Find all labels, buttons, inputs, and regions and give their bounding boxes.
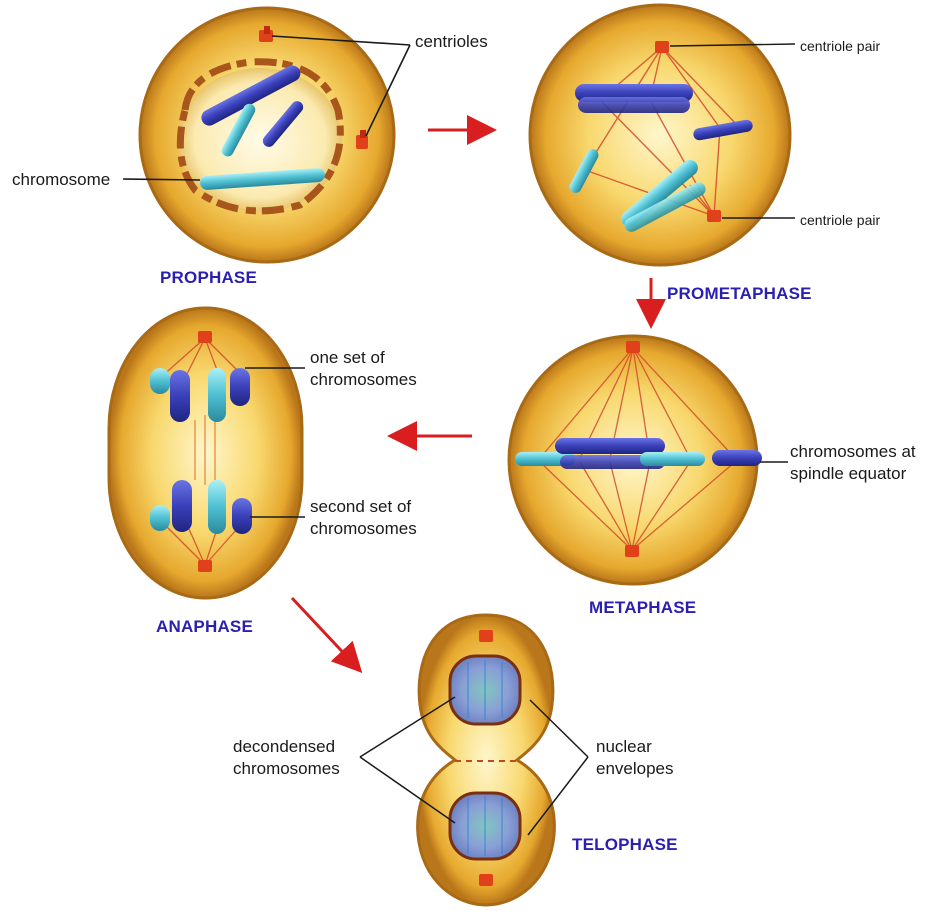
label-one-set-line1: one set of xyxy=(310,348,385,368)
chromosome-leader-line xyxy=(123,179,200,180)
label-nuclear-line2: envelopes xyxy=(596,759,674,779)
label-second-set-line1: second set of xyxy=(310,497,411,517)
anaphase-cell xyxy=(109,308,302,598)
label-equator-line2: spindle equator xyxy=(790,464,906,484)
label-chromosome: chromosome xyxy=(12,170,110,190)
centriole-icon xyxy=(198,331,212,343)
label-centriole-pair-top: centriole pair xyxy=(800,36,880,56)
label-second-set-line2: chromosomes xyxy=(310,519,417,539)
telophase-cell xyxy=(418,615,555,905)
label-equator-line1: chromosomes at xyxy=(790,442,916,462)
phase-prophase: PROPHASE xyxy=(160,268,257,288)
label-one-set-line2: chromosomes xyxy=(310,370,417,390)
label-decondensed-line2: chromosomes xyxy=(233,759,340,779)
label-centriole-pair-bottom: centriole pair xyxy=(800,210,880,230)
label-nuclear-line1: nuclear xyxy=(596,737,652,757)
phase-telophase: TELOPHASE xyxy=(572,835,678,855)
centriole-icon xyxy=(655,41,669,53)
label-centrioles: centrioles xyxy=(415,32,488,52)
centriole-icon xyxy=(479,874,493,886)
arrow-anaphase-to-telophase xyxy=(292,598,352,662)
centriole-icon xyxy=(626,341,640,353)
phase-anaphase: ANAPHASE xyxy=(156,617,253,637)
centriole-icon xyxy=(479,630,493,642)
prometaphase-cell xyxy=(530,5,790,265)
metaphase-cell xyxy=(509,336,762,584)
label-decondensed-line1: decondensed xyxy=(233,737,335,757)
centriole-icon xyxy=(198,560,212,572)
prophase-cell xyxy=(140,8,394,262)
centriole-icon xyxy=(707,210,721,222)
centriole-icon xyxy=(625,545,639,557)
phase-metaphase: METAPHASE xyxy=(589,598,696,618)
phase-prometaphase: PROMETAPHASE xyxy=(667,284,812,304)
